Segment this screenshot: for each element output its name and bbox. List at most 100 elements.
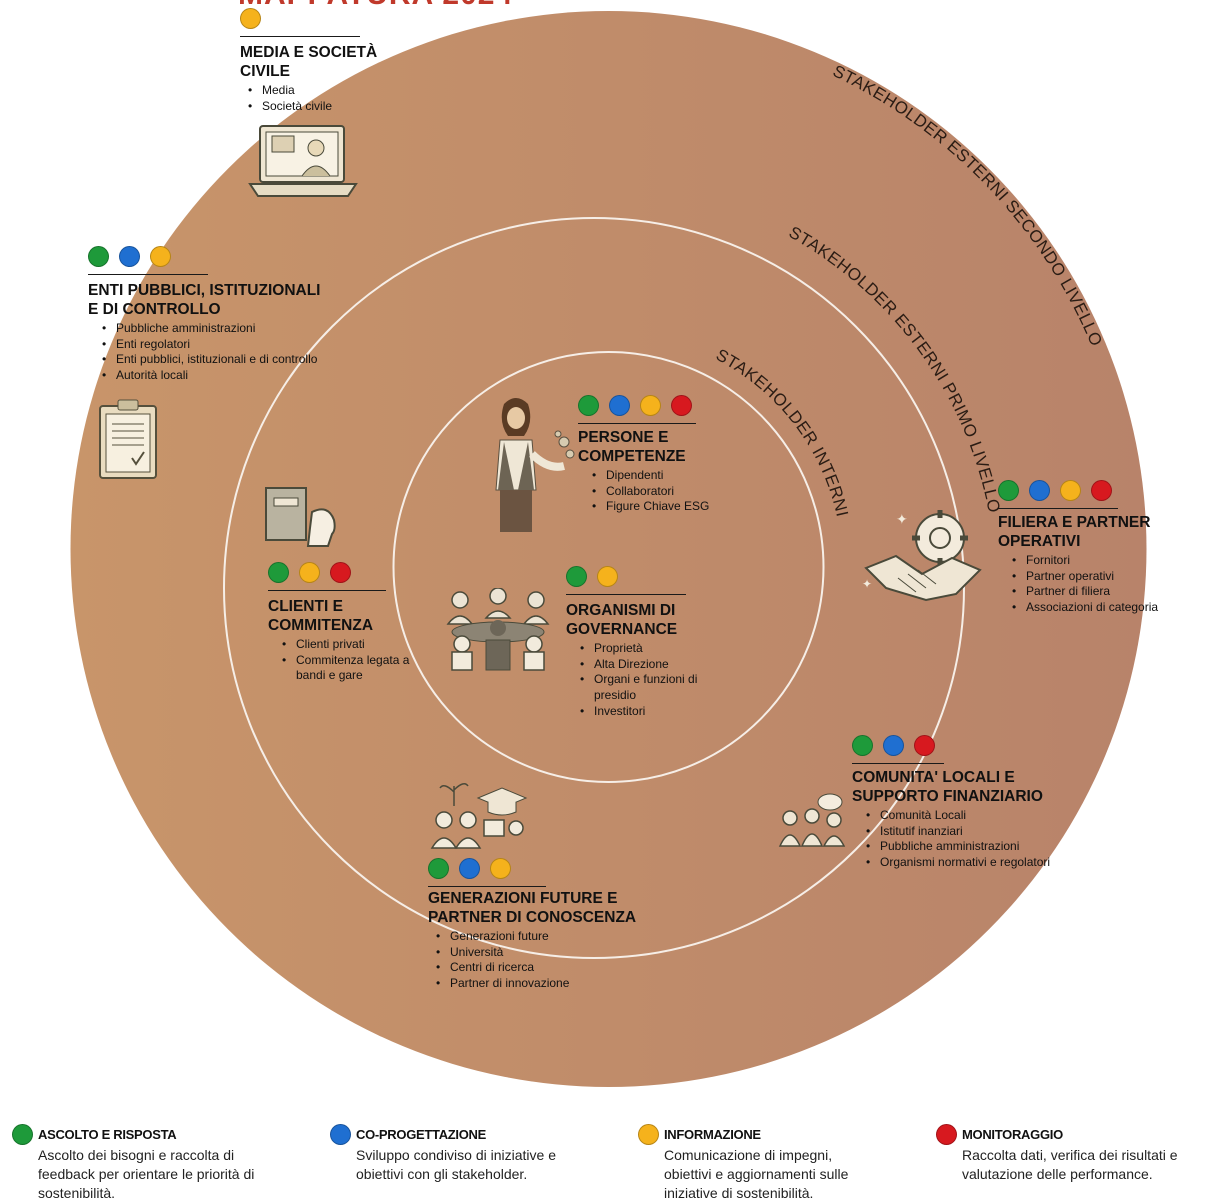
engagement-dots <box>852 735 1072 756</box>
divider <box>88 274 208 275</box>
legend-description: Comunicazione di impegni,obiettivi e agg… <box>664 1147 849 1201</box>
engagement-dots <box>240 8 410 29</box>
green-dot <box>566 566 587 587</box>
list-item: Figure Chiave ESG <box>592 499 728 515</box>
yellow-dot <box>597 566 618 587</box>
list-item: Generazioni future <box>436 929 658 945</box>
legend-title: MONITORAGGIO <box>962 1127 1063 1142</box>
legend-dot <box>12 1124 33 1145</box>
list-item: Università <box>436 945 658 961</box>
item-list: Clienti privatiCommitenza legata a bandi… <box>268 637 428 684</box>
legend-dot <box>936 1124 957 1145</box>
item-list: ProprietàAlta DirezioneOrgani e funzioni… <box>566 641 736 720</box>
group-title-line1: COMUNITA' LOCALI E <box>852 769 1015 786</box>
engagement-dots <box>428 858 658 879</box>
engagement-dots <box>578 395 728 416</box>
red-dot <box>914 735 935 756</box>
item-list: Comunità LocaliIstitutif inanziariPubbli… <box>852 808 1072 871</box>
group-title-line2: SUPPORTO FINANZIARIO <box>852 788 1043 805</box>
group-title-line2: COMPETENZE <box>578 448 686 465</box>
yellow-dot <box>640 395 661 416</box>
legend-item-monitoraggio: MONITORAGGIO Raccolta dati, verifica dei… <box>936 1124 1178 1184</box>
community-group-icon <box>778 793 846 847</box>
blue-dot <box>119 246 140 267</box>
legend-title: CO-PROGETTAZIONE <box>356 1127 487 1142</box>
list-item: Dipendenti <box>592 468 728 484</box>
legend-title: INFORMAZIONE <box>664 1127 761 1142</box>
engagement-dots <box>998 480 1188 501</box>
divider <box>852 763 944 764</box>
group-title: COMUNITA' LOCALI E SUPPORTO FINANZIARIO <box>852 768 1072 806</box>
list-item: Investitori <box>580 704 736 720</box>
blue-dot <box>883 735 904 756</box>
list-item: Collaboratori <box>592 484 728 500</box>
legend-item-ascolto: ASCOLTO E RISPOSTA Ascolto dei bisogni e… <box>12 1124 254 1203</box>
yellow-dot <box>150 246 171 267</box>
blue-dot <box>1029 480 1050 501</box>
list-item: Proprietà <box>580 641 736 657</box>
list-item: Enti pubblici, istituzionali e di contro… <box>102 352 348 368</box>
list-item: Pubbliche amministrazioni <box>102 321 348 337</box>
divider <box>578 423 696 424</box>
divider <box>268 590 386 591</box>
item-list: FornitoriPartner operativiPartner di fil… <box>998 553 1188 616</box>
clipboard-icon <box>99 399 157 479</box>
list-item: Commitenza legata a bandi e gare <box>282 653 428 684</box>
meeting-table-icon <box>446 588 550 671</box>
list-item: Centri di ricerca <box>436 960 658 976</box>
divider <box>240 36 360 37</box>
outer-ring <box>70 11 1147 1087</box>
green-dot <box>428 858 449 879</box>
list-item: Organismi normativi e regolatori <box>866 855 1072 871</box>
green-dot <box>88 246 109 267</box>
group-comunita: COMUNITA' LOCALI E SUPPORTO FINANZIARIO C… <box>852 735 1072 871</box>
list-item: Associazioni di categoria <box>1012 600 1188 616</box>
group-title-line2: PARTNER DI CONOSCENZA <box>428 909 637 926</box>
page-title: MAPPATURA 2024 <box>238 0 513 12</box>
green-dot <box>852 735 873 756</box>
red-dot <box>330 562 351 583</box>
blue-dot <box>459 858 480 879</box>
list-item: Alta Direzione <box>580 657 736 673</box>
item-list: Pubbliche amministrazioniEnti regolatori… <box>88 321 348 384</box>
woman-presenting-icon <box>495 398 575 532</box>
green-dot <box>998 480 1019 501</box>
red-dot <box>1091 480 1112 501</box>
engagement-dots <box>268 562 428 583</box>
item-list: DipendentiCollaboratoriFigure Chiave ESG <box>578 468 728 515</box>
legend-title: ASCOLTO E RISPOSTA <box>38 1127 177 1142</box>
book-head-icon <box>265 487 336 547</box>
list-item: Organi e funzioni di presidio <box>580 672 736 703</box>
red-dot <box>671 395 692 416</box>
divider <box>998 508 1118 509</box>
yellow-dot <box>1060 480 1081 501</box>
list-item: Autorità locali <box>102 368 348 384</box>
svg-text:✦: ✦ <box>896 511 908 527</box>
item-list: Generazioni futureUniversitàCentri di ri… <box>428 929 658 992</box>
list-item: Media <box>248 83 410 99</box>
list-item: Comunità Locali <box>866 808 1072 824</box>
group-title-line1: FILIERA E PARTNER <box>998 514 1151 531</box>
group-title-line1: ENTI PUBBLICI, ISTITUZIONALI <box>88 282 321 299</box>
handshake-gear-icon: ✦ ✦ <box>862 510 982 602</box>
group-title-line2: GOVERNANCE <box>566 621 678 638</box>
group-title-line1: MEDIA E SOCIETÀ <box>240 44 378 61</box>
inner-ring-border <box>392 351 825 783</box>
item-list: MediaSocietà civile <box>240 83 410 114</box>
yellow-dot <box>240 8 261 29</box>
legend-item-informazione: INFORMAZIONE Comunicazione di impegni,ob… <box>638 1124 848 1203</box>
green-dot <box>578 395 599 416</box>
group-title-line1: CLIENTI E <box>268 598 343 615</box>
group-title-line1: ORGANISMI DI <box>566 602 676 619</box>
